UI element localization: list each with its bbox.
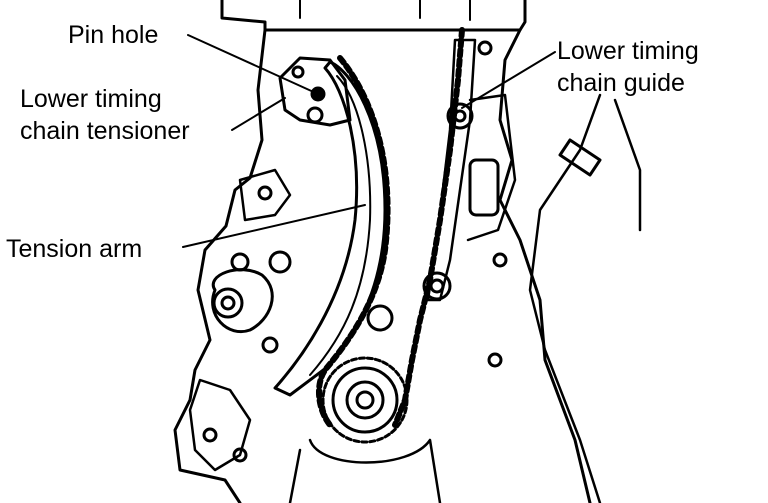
guide-bolt-top-inner bbox=[453, 109, 467, 123]
left-bolt-2 bbox=[230, 252, 250, 272]
center-bolt bbox=[366, 304, 394, 332]
leader-guide bbox=[461, 51, 556, 109]
label-tensioner-line1: Lower timing bbox=[20, 85, 162, 113]
left-bolt-7 bbox=[261, 336, 279, 354]
right-bolt-3 bbox=[487, 352, 503, 368]
label-pin-hole: Pin hole bbox=[68, 21, 159, 49]
left-foot bbox=[188, 378, 252, 472]
hose-outer bbox=[613, 98, 642, 232]
right-bolt-1 bbox=[477, 40, 493, 56]
timing-chain-left bbox=[316, 55, 391, 428]
engine-block-top-detail bbox=[299, 0, 471, 21]
left-bolt-4-inner bbox=[220, 295, 236, 311]
left-bolt-3 bbox=[268, 250, 292, 274]
right-side-plate bbox=[466, 93, 517, 242]
left-lower-bracket bbox=[211, 268, 274, 333]
left-bolt-5 bbox=[202, 427, 218, 443]
engine-block-outline bbox=[173, 28, 267, 503]
lower-housing bbox=[288, 438, 442, 503]
label-guide-line2: chain guide bbox=[557, 69, 685, 97]
crank-sprocket-center bbox=[355, 390, 375, 410]
engine-block-top bbox=[220, 0, 527, 32]
label-guide-line1: Lower timing bbox=[557, 37, 699, 65]
label-tension-arm: Tension arm bbox=[6, 235, 143, 263]
crank-sprocket bbox=[331, 366, 399, 434]
guide-bolt-bottom-inner bbox=[429, 278, 445, 294]
crank-sprocket-hub bbox=[345, 380, 385, 420]
hose bbox=[528, 93, 602, 503]
leader-tension-arm bbox=[182, 204, 366, 248]
leader-tensioner bbox=[231, 97, 286, 131]
left-bolt-1 bbox=[257, 185, 273, 201]
right-bolt-2 bbox=[492, 252, 508, 268]
left-bracket bbox=[238, 168, 292, 222]
engine-block-right-outline bbox=[498, 28, 592, 503]
tensioner-bolt-1 bbox=[291, 65, 305, 79]
left-bolt-4 bbox=[212, 287, 244, 319]
crank-sprocket-outer bbox=[321, 356, 409, 444]
hose-connector bbox=[558, 138, 602, 177]
guide-bolt-bottom bbox=[422, 271, 452, 301]
guide-bolt-top bbox=[446, 102, 474, 130]
tension-arm-inner bbox=[309, 75, 372, 376]
right-slot bbox=[468, 158, 500, 217]
left-bolt-6 bbox=[232, 447, 248, 463]
tensioner-bolt-2 bbox=[306, 106, 324, 124]
label-tensioner-line2: chain tensioner bbox=[20, 117, 190, 145]
leader-pin-hole bbox=[187, 34, 319, 95]
